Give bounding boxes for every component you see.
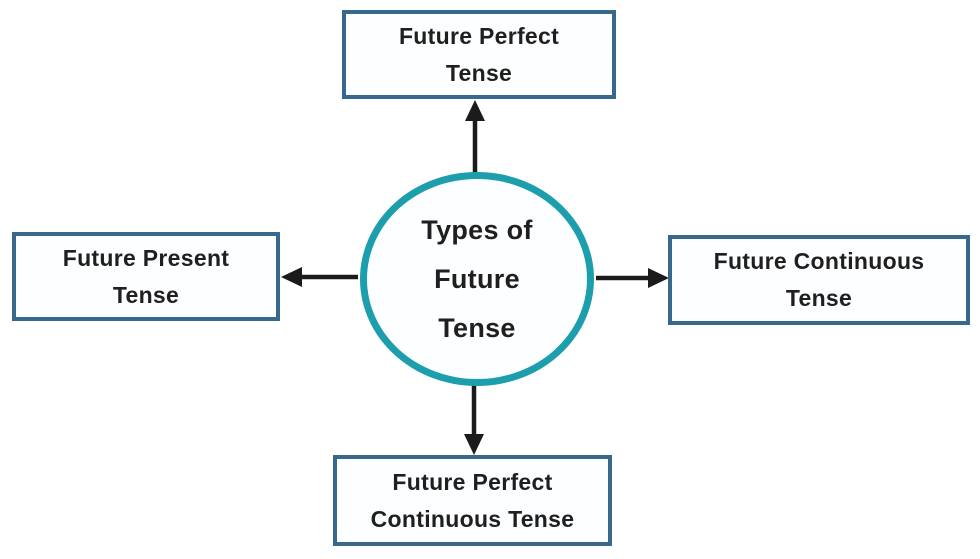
arrowhead-right-icon (648, 268, 669, 288)
connector-right (596, 268, 669, 288)
node-future-present-tense: Future Present Tense (12, 232, 280, 321)
arrowhead-left-icon (281, 267, 302, 287)
node-future-perfect-continuous-tense: Future Perfect Continuous Tense (333, 455, 612, 546)
connector-bottom (464, 382, 484, 455)
arrowhead-down-icon (464, 434, 484, 455)
top-node-label: Future Perfect Tense (398, 22, 560, 86)
node-future-continuous-tense: Future Continuous Tense (668, 235, 970, 325)
left-node-label: Future Present Tense (62, 244, 230, 308)
node-future-perfect-tense: Future Perfect Tense (342, 10, 616, 99)
connector-left (281, 267, 358, 287)
connector-top (465, 100, 485, 178)
node-types-of-future-tense: Types of Future Tense (360, 172, 594, 386)
right-node-label: Future Continuous Tense (713, 248, 925, 311)
bottom-node-label: Future Perfect Continuous Tense (370, 468, 575, 532)
arrowhead-up-icon (465, 100, 485, 121)
center-node-label: Types of Future Tense (421, 214, 533, 343)
